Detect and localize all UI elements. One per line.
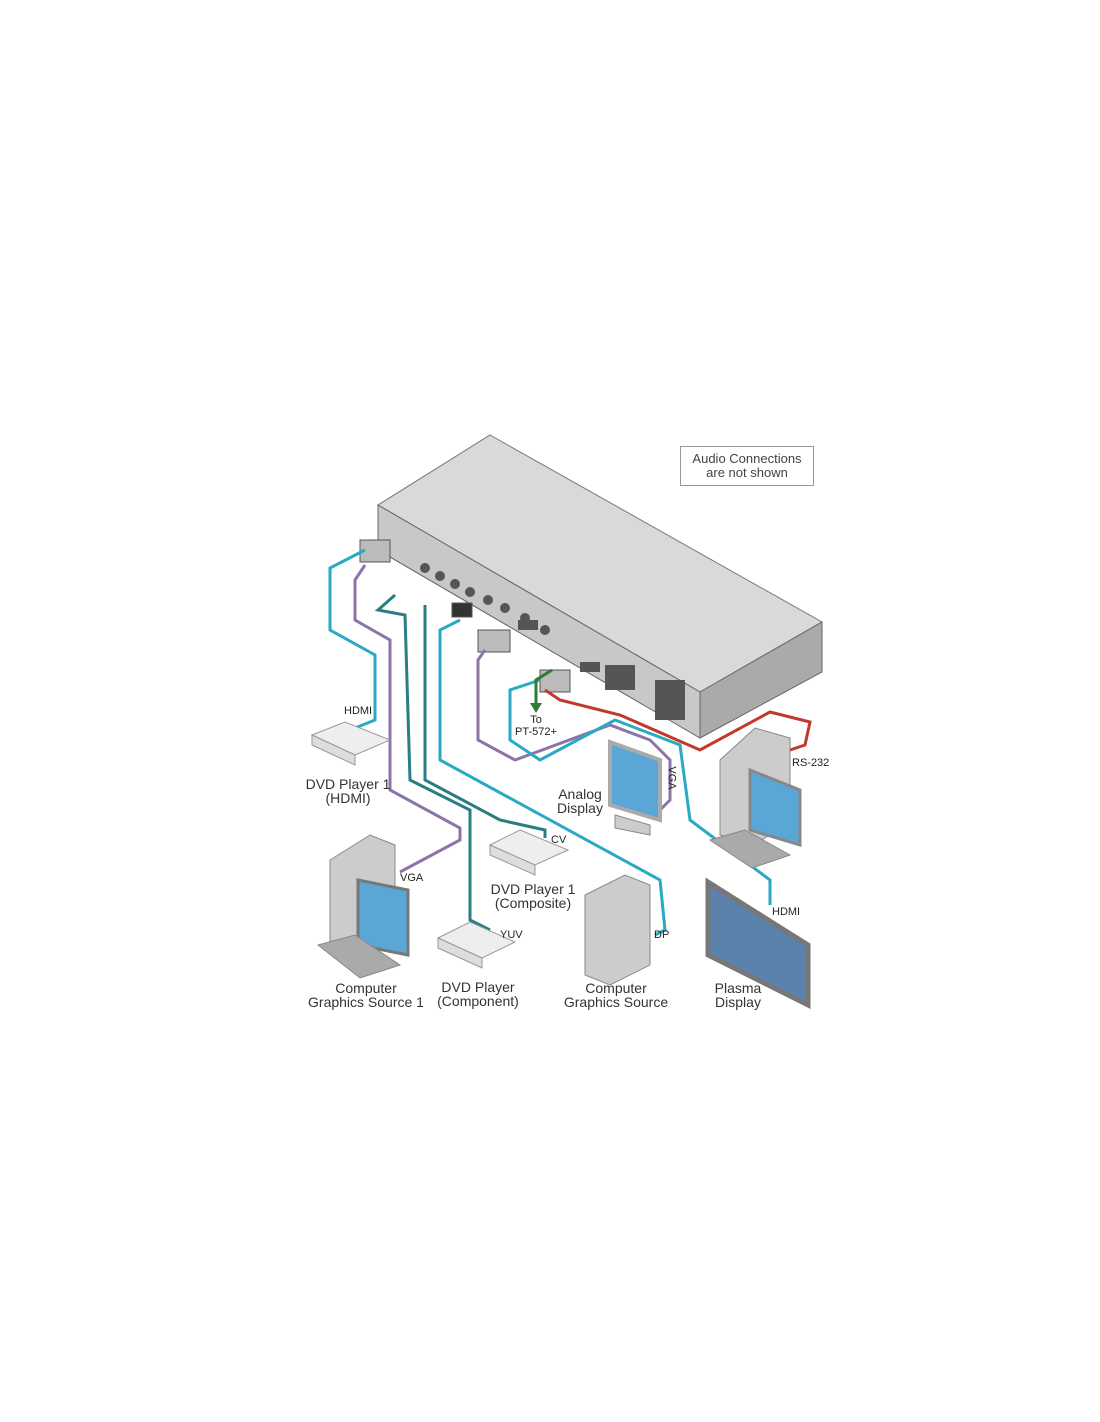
label-line: (Component) <box>437 993 519 1009</box>
label-line: Display <box>557 800 603 816</box>
label-vga-in: VGA <box>400 872 424 884</box>
cable-ethernet <box>534 668 553 705</box>
label-plasma: Plasma Display <box>706 981 770 1009</box>
label-line: Plasma <box>714 980 762 996</box>
to-line: To <box>530 714 542 726</box>
label-hdmi-out: HDMI <box>772 906 801 918</box>
label-line: (Composite) <box>494 895 572 911</box>
label-line: DVD Player 1 <box>490 881 576 897</box>
label-rs232: RS-232 <box>792 757 830 769</box>
switcher-unit <box>359 434 824 739</box>
cable-cv <box>423 605 547 838</box>
audio-note: Audio Connections are not shown <box>680 446 814 486</box>
analog-display-monitor <box>608 739 662 836</box>
dvd-player-hdmi <box>310 721 392 766</box>
label-pc2: Computer Graphics Source <box>556 981 676 1009</box>
note-line-2: are not shown <box>706 465 788 480</box>
label-analog-display: Analog Display <box>552 787 608 815</box>
label-line: Computer <box>585 980 647 996</box>
cable-vga-in <box>353 564 462 874</box>
label-dvd-composite: DVD Player 1 (Composite) <box>485 882 581 910</box>
cable-rs232 <box>544 688 812 752</box>
label-line: Analog <box>558 786 602 802</box>
label-line: Graphics Source <box>563 994 669 1010</box>
label-vga-out: VGA <box>665 766 678 790</box>
computer-source-1 <box>316 834 410 979</box>
label-line: Graphics Source 1 <box>308 994 424 1010</box>
computer-source-2 <box>584 874 651 986</box>
label-line: Display <box>715 994 761 1010</box>
label-to-pt572: To PT-572+ <box>514 714 558 738</box>
pt572-line: PT-572+ <box>515 726 557 738</box>
dvd-player-component <box>436 921 517 969</box>
cable-vga-out <box>476 649 672 812</box>
label-cv: CV <box>551 834 567 846</box>
label-dvd-component: DVD Player (Component) <box>430 980 526 1008</box>
cable-dp <box>438 618 667 937</box>
note-line-1: Audio Connections <box>692 451 802 466</box>
label-pc1: Computer Graphics Source 1 <box>300 981 432 1009</box>
label-line: DVD Player 1 <box>305 776 391 792</box>
label-dp: DP <box>654 929 670 941</box>
cable-yuv <box>374 593 491 932</box>
control-computer <box>708 727 802 869</box>
label-yuv: YUV <box>500 929 523 941</box>
label-hdmi-in: HDMI <box>344 705 373 717</box>
label-line: DVD Player <box>441 979 515 995</box>
label-line: Computer <box>335 980 397 996</box>
label-line: (HDMI) <box>325 790 371 806</box>
label-dvd-hdmi: DVD Player 1 (HDMI) <box>300 777 396 805</box>
cable-hdmi-in <box>328 548 377 730</box>
plasma-display <box>705 877 811 1010</box>
dvd-player-composite <box>488 829 570 876</box>
